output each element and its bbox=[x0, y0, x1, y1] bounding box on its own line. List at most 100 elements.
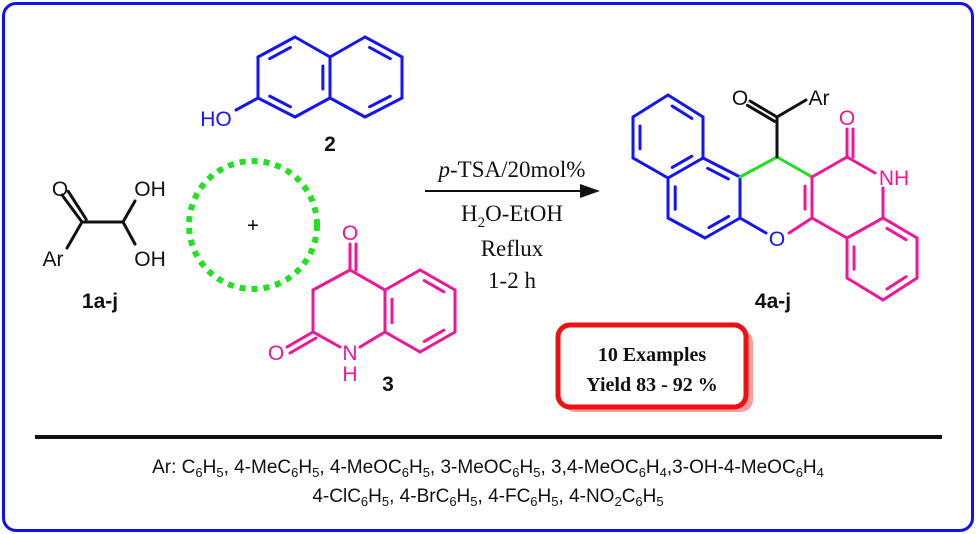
bond bbox=[293, 35, 332, 59]
formula-text: H bbox=[802, 457, 817, 478]
catalyst-rest: -TSA/20mol% bbox=[450, 157, 585, 182]
solvent-part: H bbox=[461, 201, 478, 226]
bond bbox=[745, 103, 776, 123]
subscript: 5 bbox=[533, 465, 541, 480]
formula-text: H bbox=[408, 457, 423, 478]
ar-substituent-list: Ar: C6H5, 4-MeC6H5, 4-MeOC6H5, 3-MeOC6H5… bbox=[0, 453, 976, 511]
compound-3: O O N H 3 bbox=[268, 222, 394, 396]
bond bbox=[422, 279, 446, 294]
formula-text: , 3,4-MeOC bbox=[540, 457, 639, 478]
catalyst-italic: p bbox=[437, 157, 451, 182]
subscript: 4 bbox=[659, 465, 667, 480]
formula-text: H bbox=[456, 486, 471, 507]
compound-1: O OH OH Ar 1a-j bbox=[43, 178, 166, 313]
bond bbox=[418, 330, 457, 354]
subscript: 5 bbox=[216, 465, 224, 480]
bond bbox=[358, 330, 387, 349]
bond bbox=[706, 166, 730, 181]
bond bbox=[666, 156, 705, 180]
ar-list-line-1: Ar: C6H5, 4-MeC6H5, 4-MeOC6H5, 3-MeOC6H5… bbox=[0, 453, 976, 482]
bond bbox=[845, 216, 885, 240]
bond bbox=[787, 216, 814, 235]
subscript: 5 bbox=[381, 494, 390, 509]
bond bbox=[701, 156, 742, 179]
bond bbox=[881, 276, 919, 302]
bond bbox=[738, 216, 768, 235]
atom-o: O bbox=[732, 87, 748, 110]
compound-label: 2 bbox=[324, 133, 336, 156]
bond bbox=[738, 155, 779, 179]
bond bbox=[885, 275, 908, 291]
bond bbox=[845, 276, 885, 302]
atom-o: O bbox=[839, 107, 855, 130]
bond bbox=[285, 330, 315, 349]
solvent-subscript: 2 bbox=[478, 215, 486, 231]
bond bbox=[66, 189, 88, 221]
bond bbox=[348, 268, 387, 292]
bond bbox=[881, 216, 919, 240]
bond bbox=[885, 226, 908, 242]
formula-text: H bbox=[645, 457, 660, 478]
compound-label: 4a-j bbox=[755, 290, 791, 313]
formula-text: , 3-MeOC bbox=[429, 457, 513, 478]
solvent-text: H2O-EtOH bbox=[461, 201, 563, 231]
bond bbox=[666, 216, 707, 240]
subscript: 4 bbox=[816, 465, 824, 480]
subscript: 6 bbox=[195, 465, 203, 480]
bond bbox=[363, 35, 404, 59]
bond bbox=[328, 35, 367, 59]
subscript: 5 bbox=[422, 465, 430, 480]
subscript: 6 bbox=[401, 465, 409, 480]
bond bbox=[775, 98, 808, 119]
bond bbox=[311, 268, 352, 292]
subscript: 6 bbox=[795, 465, 803, 480]
bond bbox=[418, 268, 457, 292]
subscript: 5 bbox=[551, 494, 559, 509]
formula-text: C bbox=[621, 486, 636, 507]
compound-label: 3 bbox=[382, 373, 394, 396]
atom-o: O bbox=[769, 228, 785, 251]
formula-text: H bbox=[202, 457, 217, 478]
subscript: 6 bbox=[449, 494, 457, 509]
bond bbox=[234, 96, 260, 112]
bond bbox=[810, 155, 849, 179]
formula-text: H bbox=[368, 486, 382, 507]
compound-2: HO 2 bbox=[200, 108, 336, 156]
bond bbox=[288, 336, 318, 355]
bond bbox=[256, 96, 297, 119]
atom-ar: Ar bbox=[809, 87, 830, 110]
atom-n: N bbox=[342, 342, 357, 365]
examples-count: 10 Examples bbox=[598, 344, 707, 366]
subscript: 5 bbox=[470, 494, 478, 509]
atom-oh: OH bbox=[134, 178, 166, 201]
subscript: 2 bbox=[614, 494, 622, 509]
bond bbox=[60, 193, 84, 224]
bond bbox=[631, 156, 670, 180]
catalyst-text: p-TSA/20mol% bbox=[437, 157, 586, 182]
subscript: 6 bbox=[635, 494, 643, 509]
compound-label: 1a-j bbox=[82, 290, 118, 313]
bond bbox=[65, 220, 84, 250]
bond bbox=[666, 93, 705, 119]
formula-text: H bbox=[537, 486, 552, 507]
temperature-text: Reflux bbox=[481, 236, 544, 261]
bond bbox=[707, 214, 731, 230]
formula-text: H bbox=[642, 486, 657, 507]
subscript: 6 bbox=[291, 465, 299, 480]
subscript: 5 bbox=[656, 494, 664, 509]
atom-nh: NH bbox=[879, 167, 909, 190]
bond bbox=[631, 93, 670, 119]
bond bbox=[368, 45, 392, 61]
subscript: 6 bbox=[360, 494, 369, 509]
bond bbox=[703, 216, 742, 240]
summary-box bbox=[555, 322, 749, 410]
formula-text: 4-ClC bbox=[312, 486, 361, 507]
product-4: O Ar O NH O 4a-j bbox=[732, 87, 909, 313]
bond bbox=[293, 96, 332, 119]
subscript: 6 bbox=[638, 465, 646, 480]
atom-o: O bbox=[342, 222, 358, 245]
atom-h: H bbox=[342, 363, 357, 386]
